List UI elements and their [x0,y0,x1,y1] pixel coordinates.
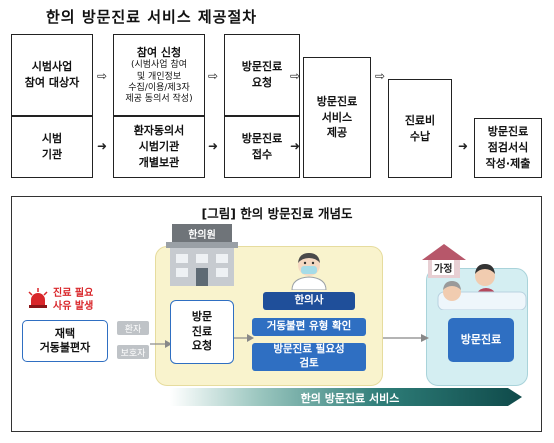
check-necessity: 방문진료 필요성 검토 [252,343,366,371]
step-visit-request-label: 방문진료 요청 [241,60,283,89]
step-apply-detail: (시범사업 참여 및 개인정보 수집/이용/제3자 제공 동의서 작성) [125,60,193,105]
concept-figure-frame [11,196,542,432]
doctor-label: 한의사 [263,292,355,310]
step-participant: 시범사업 참여 대상자 [11,34,93,116]
step-institution-label: 시범 기관 [41,132,63,161]
step-institution: 시범 기관 [11,116,93,178]
patient-box: 재택 거동불편자 [22,320,108,362]
step-payment: 진료비 수납 [388,79,452,178]
service-banner-label: 한의 방문진료 서비스 [300,392,400,405]
clinic-building-icon [164,222,240,288]
arrow-icon [150,333,172,352]
step-visit-receipt-label: 방문진료 접수 [241,132,283,161]
step-apply-title: 참여 신청 [136,45,182,59]
doctor-icon [288,250,330,291]
double-arrow-icon: ⇨ [208,69,219,83]
home-sign: 가정 [432,260,455,275]
arrow-icon: ➜ [97,139,108,153]
siren-icon [27,288,49,308]
arrow-icon: ➜ [458,139,469,153]
step-apply: 참여 신청 (시범사업 참여 및 개인정보 수집/이용/제3자 제공 동의서 작… [113,34,205,116]
elderly-patient-icon [436,262,528,311]
arrow-icon: ➜ [208,139,219,153]
visit-request-label: 방문 진료 요청 [191,309,213,353]
step-report-label: 방문진료 점검서식 작성·제출 [485,125,531,170]
step-consent-keep: 환자동의서 시범기관 개별보관 [113,116,205,178]
visit-care-box: 방문진료 [448,318,514,362]
arrow-icon [234,327,254,346]
figure-caption: [그림] 한의 방문진료 개념도 [201,206,353,221]
check-mobility: 거동불편 유형 확인 [252,318,366,336]
requester-patient: 환자 [117,321,149,335]
alert-text: 진료 필요 사유 발생 [53,288,94,312]
double-arrow-icon: ⇨ [375,69,386,83]
step-visit-receipt: 방문진료 접수 [224,116,300,178]
step-payment-label: 진료비 수납 [404,113,436,143]
clinic-sign: 한의원 [188,230,216,241]
step-consent-keep-label: 환자동의서 시범기관 개별보관 [133,124,185,169]
double-arrow-icon: ⇨ [97,69,108,83]
step-report: 방문진료 점검서식 작성·제출 [474,118,542,178]
arrow-icon: ➜ [290,139,301,153]
step-participant-label: 시범사업 참여 대상자 [24,60,80,89]
double-arrow-icon: ⇨ [290,69,301,83]
patient-label: 재택 거동불편자 [39,326,91,354]
visit-request-box: 방문 진료 요청 [170,300,234,364]
service-banner [170,388,522,406]
requester-guardian: 보호자 [117,345,149,359]
step-service: 방문진료 서비스 제공 [303,57,371,178]
arrow-icon [383,327,429,346]
page-title: 한의 방문진료 서비스 제공절차 [46,8,258,26]
step-visit-request: 방문진료 요청 [224,34,300,116]
step-service-label: 방문진료 서비스 제공 [316,94,358,140]
